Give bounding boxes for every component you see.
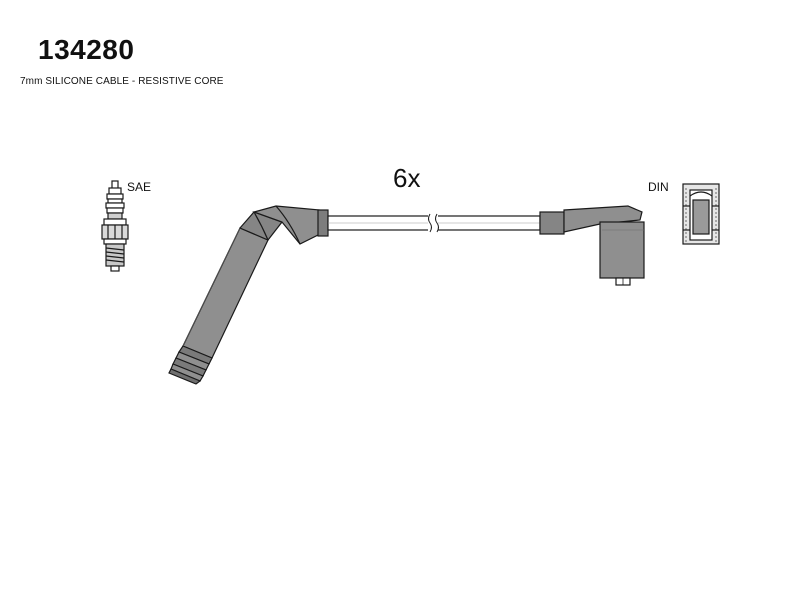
part-number: 134280 (38, 34, 135, 65)
cable-description: 7mm SILICONE CABLE - RESISTIVE CORE (20, 76, 224, 87)
din-coil-terminal-icon (682, 183, 720, 245)
quantity-label: 6x (393, 163, 421, 193)
coil-connector (539, 205, 645, 286)
spark-plug-icon (101, 180, 129, 272)
sae-label: SAE (127, 180, 152, 194)
cable-break-icon (428, 213, 439, 233)
din-label: DIN (648, 180, 669, 194)
spark-plug-boot (168, 205, 329, 385)
